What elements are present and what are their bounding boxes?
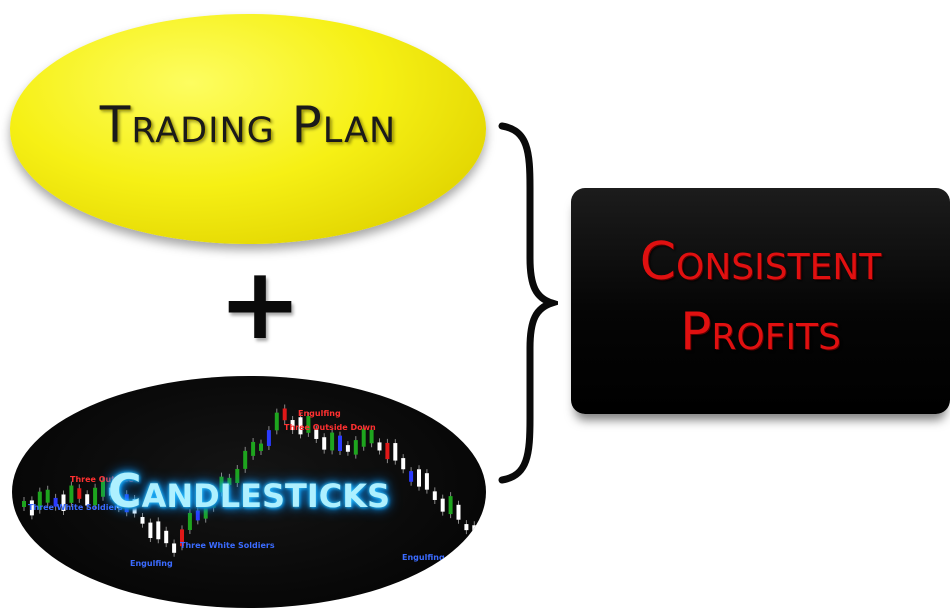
result-line-2: Profits [680,302,841,362]
candle-body [203,506,208,519]
trading-plan-oval: Trading Plan [10,14,486,244]
candle-body [290,420,295,431]
candle-body [298,417,303,435]
candle-body [108,487,113,496]
candle-body [353,440,358,455]
candle-body [180,529,184,547]
candle-body [132,499,137,514]
candle-body [456,504,461,520]
candle-body [345,445,350,452]
pattern-label-2: Three Outside Down [284,423,376,432]
candle-body [377,442,382,451]
candlesticks-oval: Engulfing Three Outside Down Three Outsi… [12,376,486,608]
candle-body [338,435,342,451]
pattern-label-5: Engulfing [130,559,173,568]
candle-body [401,458,406,470]
candle-body [472,525,477,541]
candle-body [124,494,129,513]
candle-body [195,510,200,521]
candle-body [61,494,66,511]
candle-body [259,443,263,451]
candle-body [187,512,192,531]
candle-body [330,432,335,451]
candle-body [45,489,50,503]
candle-body [156,521,161,540]
pattern-label-3: Three Outside [70,475,134,484]
candle-body [93,487,98,506]
candle-body [274,412,279,431]
candle-body [322,437,327,450]
candle-body [424,473,429,490]
candle-body [385,442,390,460]
candle-body [417,469,421,487]
candle-body [440,498,445,512]
candle-body [29,500,34,516]
candle-body [227,477,232,486]
candle-body [148,522,153,538]
plus-operator: + [218,245,302,362]
candle-body [101,480,105,497]
candle-body [235,468,240,483]
candle-body [164,530,169,544]
candle-body [266,430,271,446]
candle-body [69,485,74,503]
pattern-label-7: Engulfing [402,553,445,562]
candle-body [306,416,311,433]
candle-body [393,443,398,461]
candle-body [53,497,58,507]
candle-body [432,491,437,500]
pattern-label-1: Engulfing [298,409,341,418]
result-line-1: Consistent [639,232,882,292]
candle-body [211,490,216,508]
curly-brace-icon [498,122,558,484]
candle-body [77,488,82,499]
candle-body [22,501,26,507]
candle-body [251,441,256,456]
candle-body [314,429,319,439]
candle-body [464,524,469,531]
candle-body [282,408,287,421]
candle-body [243,450,248,469]
trading-plan-label: Trading Plan [99,96,397,154]
candle-body [172,543,177,553]
candle-body [140,516,145,524]
candlestick-chart-graphic: Engulfing Three Outside Down Three Outsi… [22,404,477,568]
candle-body [361,428,366,447]
candle-body [409,471,414,482]
candle-body [37,491,42,510]
candle-body [219,476,224,493]
pattern-label-6: Three White Soldiers [180,541,275,550]
consistent-profits-box: Consistent Profits [571,188,950,414]
candle-body [116,494,121,509]
candlesticks-label: Candlesticks [107,464,391,518]
candle-body [369,429,374,444]
candle-body [85,494,90,506]
candle-body [448,496,453,515]
pattern-label-4: Three White Soldiers [28,503,123,512]
